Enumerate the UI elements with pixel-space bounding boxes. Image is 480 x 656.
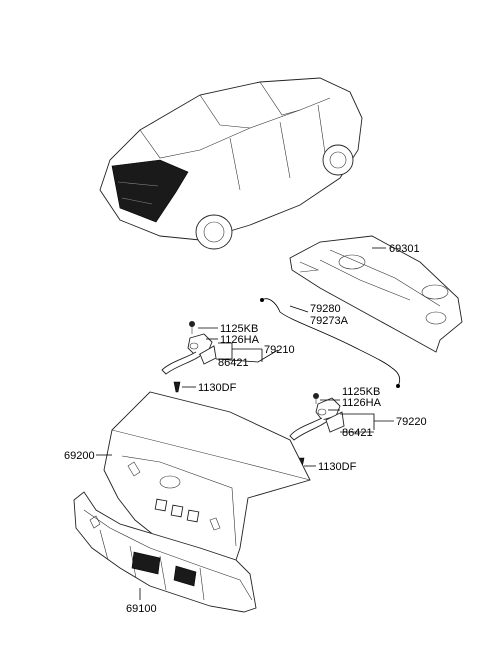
- label-69200: 69200: [64, 450, 95, 462]
- rear-panel: [73, 491, 257, 613]
- label-1125kb-right: 1125KB: [342, 386, 380, 398]
- label-79280: 79280: [310, 303, 341, 315]
- car-illustration: [99, 77, 363, 250]
- release-cable: [260, 298, 400, 388]
- label-79273a: 79273A: [310, 315, 349, 327]
- label-79220: 79220: [396, 416, 427, 428]
- label-1125kb-left: 1125KB: [220, 323, 258, 335]
- trunk-lid: [103, 391, 311, 561]
- leader-lines: [96, 247, 394, 600]
- label-1130df-right: 1130DF: [318, 461, 357, 473]
- rear-package-tray: [289, 235, 463, 353]
- hinge-right: [289, 393, 345, 469]
- label-1126ha-right: 1126HA: [342, 397, 382, 409]
- trunk-highlight: [111, 159, 189, 223]
- label-69100: 69100: [126, 603, 157, 615]
- label-1126ha-left: 1126HA: [220, 334, 260, 346]
- hinge-left: [161, 321, 217, 393]
- part-labels: 69301 79280 79273A 1125KB 1126HA 79210 8…: [64, 243, 427, 615]
- label-86421-right: 86421: [342, 427, 373, 439]
- label-1130df-left: 1130DF: [198, 382, 237, 394]
- label-86421-left: 86421: [218, 357, 249, 369]
- label-69301: 69301: [389, 243, 420, 255]
- label-79210: 79210: [264, 344, 295, 356]
